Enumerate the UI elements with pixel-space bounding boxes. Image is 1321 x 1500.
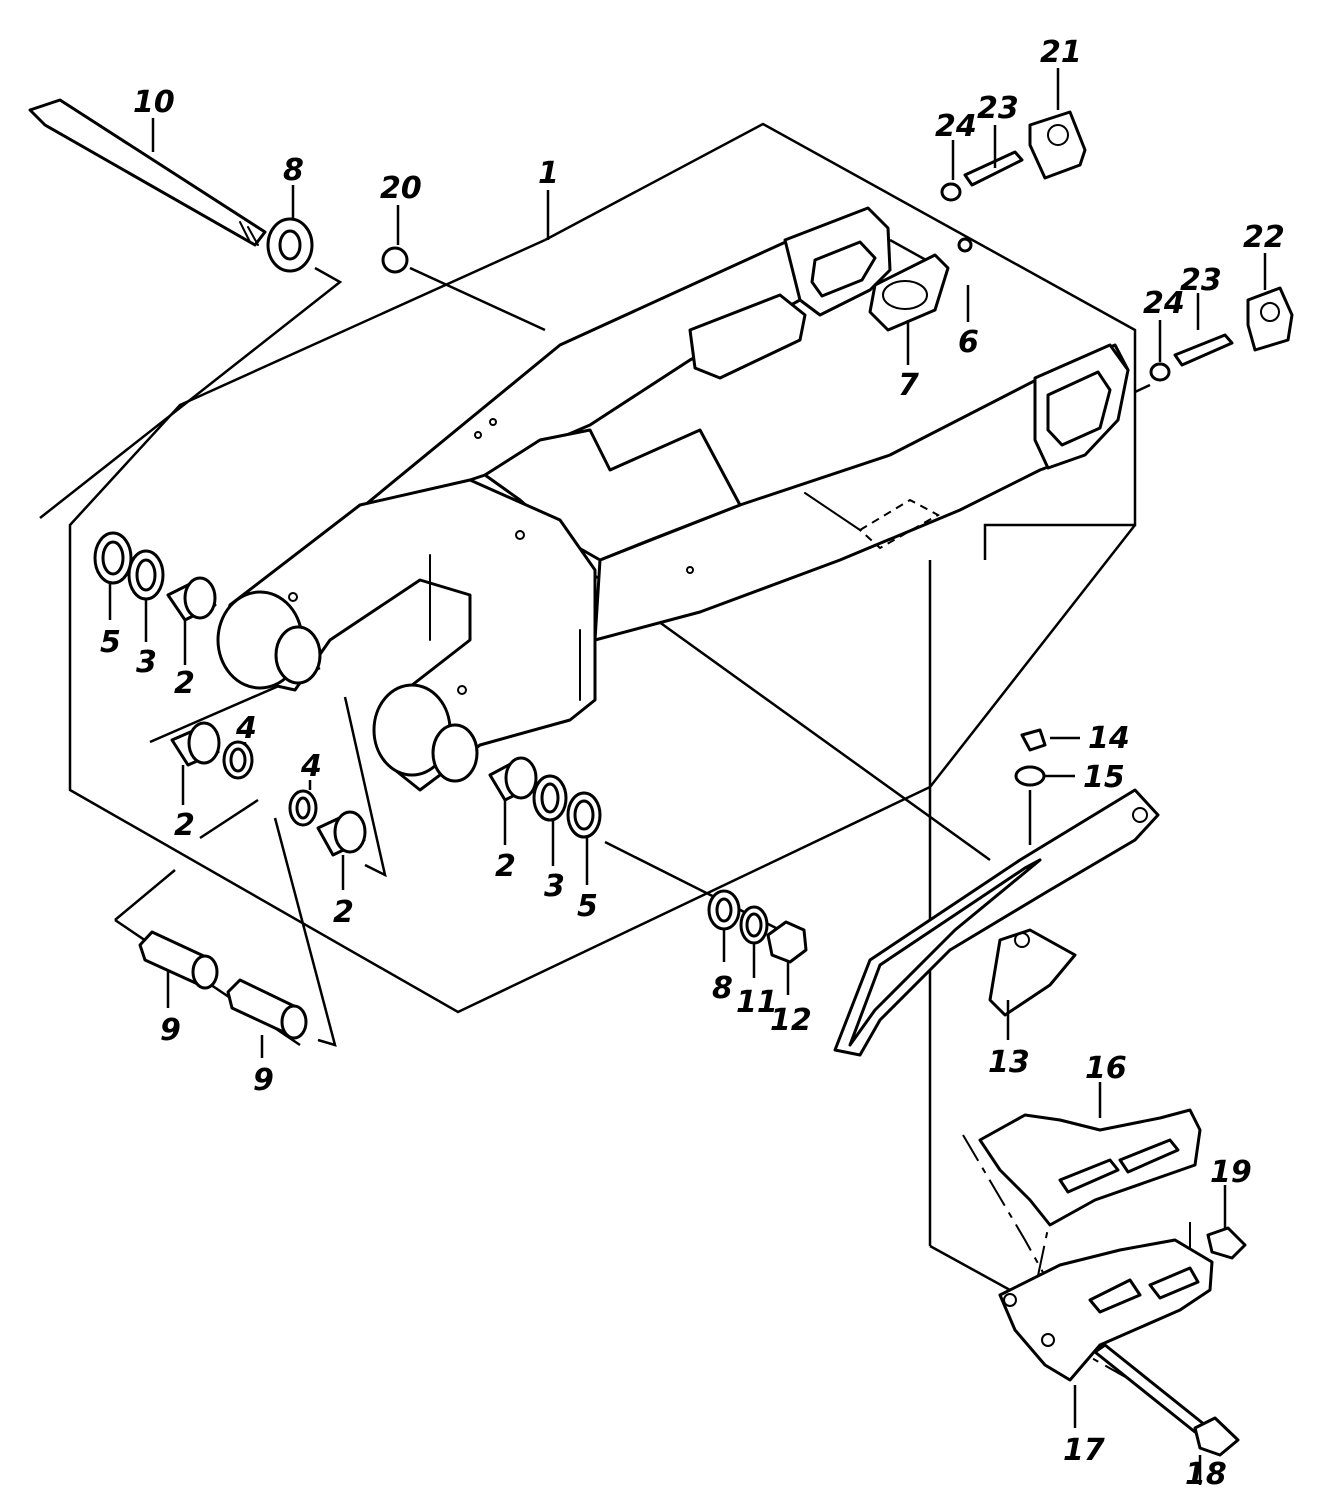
callout-24: 24 [1143, 286, 1185, 321]
callout-13: 13 [988, 1045, 1030, 1080]
callout-3: 3 [544, 869, 565, 904]
callout-leaders [108, 68, 1267, 1485]
assembly-frame [39, 122, 1191, 1409]
callout-19: 19 [1210, 1155, 1252, 1190]
callout-18: 18 [1185, 1457, 1227, 1492]
chain-guide-part [978, 1108, 1247, 1457]
callout-8: 8 [712, 971, 733, 1006]
callout-21: 21 [1040, 35, 1082, 70]
callout-2: 2 [333, 895, 354, 930]
callout-23: 23 [1180, 263, 1222, 298]
callout-1: 1 [538, 156, 559, 191]
chain-buffer-part [833, 728, 1160, 1057]
callout-4: 4 [235, 711, 257, 746]
callout-16: 16 [1085, 1051, 1127, 1086]
callout-10: 10 [133, 85, 175, 120]
callout-5: 5 [577, 889, 598, 924]
bearing-seal-parts [93, 531, 808, 964]
callout-7: 7 [898, 368, 919, 403]
callout-15: 15 [1083, 760, 1125, 795]
callout-24: 24 [935, 109, 977, 144]
swingarm-part [216, 206, 1130, 792]
callout-4: 4 [300, 749, 322, 784]
callout-23: 23 [977, 91, 1019, 126]
callout-5: 5 [100, 625, 121, 660]
callout-12: 12 [770, 1003, 812, 1038]
callout-9: 9 [160, 1013, 181, 1048]
callout-2: 2 [174, 808, 195, 843]
callout-8: 8 [283, 153, 304, 188]
callout-2: 2 [495, 849, 516, 884]
callout-14: 14 [1088, 721, 1130, 756]
pivot-shaft-part [28, 98, 409, 274]
callout-2: 2 [174, 666, 195, 701]
callout-9: 9 [253, 1063, 274, 1098]
callout-labels: 1 2 2 2 2 3 3 4 4 5 5 6 7 8 8 9 9 10 11 … [100, 35, 1285, 1492]
callout-20: 20 [380, 171, 422, 206]
callout-3: 3 [136, 645, 157, 680]
callout-6: 6 [958, 325, 979, 360]
callout-17: 17 [1063, 1433, 1105, 1468]
adjuster-parts [868, 110, 1294, 382]
spacer-parts [138, 930, 308, 1040]
callout-11: 11 [736, 985, 778, 1020]
callout-22: 22 [1243, 220, 1285, 255]
